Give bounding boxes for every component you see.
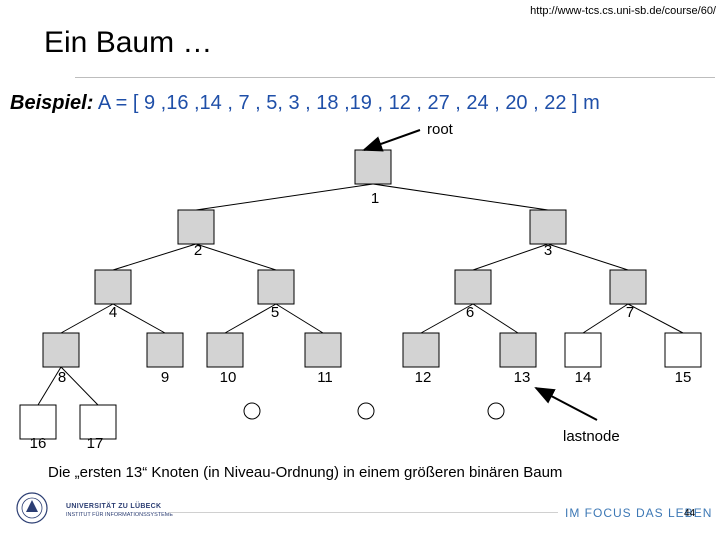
tree-edge (112, 303, 166, 334)
tree-edge (224, 303, 277, 334)
tree-node-label-11: 11 (317, 369, 333, 386)
tree-node-15 (664, 332, 702, 368)
tree-node-label-12: 12 (415, 369, 432, 386)
tree-node-9 (146, 332, 184, 368)
tree-node-4 (94, 269, 132, 305)
tree-edge (195, 183, 374, 211)
tree-node-label-9: 9 (161, 369, 169, 386)
tree-node-label-3: 3 (544, 242, 552, 259)
example-label: Beispiel: (10, 92, 94, 114)
source-url: http://www-tcs.cs.uni-sb.de/course/60/ (530, 5, 716, 17)
tree-node-3 (529, 209, 567, 245)
tree-node-label-15: 15 (675, 369, 692, 386)
tree-node-16 (19, 404, 57, 440)
tree-node-label-6: 6 (466, 304, 474, 321)
lastnode-annotation: lastnode (563, 428, 620, 445)
tree-node-label-5: 5 (271, 304, 279, 321)
tree-node-12 (402, 332, 440, 368)
tree-node-label-1: 1 (371, 190, 379, 207)
tree-edges (37, 183, 684, 406)
extra-leaf-circle (357, 402, 375, 420)
tree-node-label-14: 14 (575, 369, 592, 386)
tree-node-14 (564, 332, 602, 368)
tree-node-7 (609, 269, 647, 305)
lastnode-arrow (534, 387, 598, 421)
tree-node-label-8: 8 (58, 369, 66, 386)
tree-node-label-2: 2 (194, 242, 202, 259)
tree-node-6 (454, 269, 492, 305)
tree-extra-leaves (243, 402, 505, 420)
tree-edge (420, 303, 474, 334)
tree-node-8 (42, 332, 80, 368)
tree-node-label-4: 4 (109, 304, 117, 321)
tree-edge (372, 183, 549, 211)
footer-slogan: IM FOCUS DAS LEBEN (565, 506, 713, 520)
root-arrow (362, 129, 421, 152)
tree-node-label-10: 10 (220, 369, 237, 386)
tree-node-13 (499, 332, 537, 368)
tree-node-10 (206, 332, 244, 368)
footer-divider (168, 512, 558, 513)
slide-title: Ein Baum … (44, 26, 213, 59)
tree-edge (472, 243, 549, 271)
tree-edge (195, 243, 277, 271)
tree-edge (37, 366, 62, 406)
slide-caption: Die „ersten 13“ Knoten (in Niveau-Ordnun… (48, 464, 563, 481)
tree-edge (547, 243, 629, 271)
tree-edge (112, 243, 197, 271)
tree-nodes (19, 149, 702, 440)
university-seal-logo (16, 492, 48, 524)
tree-edge (275, 303, 324, 334)
tree-edge (60, 303, 114, 334)
institute-name: INSTITUT FÜR INFORMATIONSSYSTEME (66, 512, 174, 518)
tree-edge (627, 303, 684, 334)
tree-node-label-17: 17 (87, 435, 104, 452)
tree-node-label-7: 7 (626, 304, 634, 321)
tree-node-label-16: 16 (30, 435, 47, 452)
tree-node-11 (304, 332, 342, 368)
tree-node-2 (177, 209, 215, 245)
example-line: Beispiel: A = [ 9 ,16 ,14 , 7 , 5, 3 , 1… (10, 92, 600, 115)
example-array: A = [ 9 ,16 ,14 , 7 , 5, 3 , 18 ,19 , 12… (97, 92, 600, 114)
title-divider (75, 77, 715, 78)
tree-node-1 (354, 149, 392, 185)
tree-node-17 (79, 404, 117, 440)
page-number: 44 (684, 508, 696, 519)
tree-node-label-13: 13 (514, 369, 531, 386)
extra-leaf-circle (243, 402, 261, 420)
university-name: UNIVERSITÄT ZU LÜBECK (66, 503, 162, 510)
tree-node-5 (257, 269, 295, 305)
tree-edge (582, 303, 629, 334)
extra-leaf-circle (487, 402, 505, 420)
root-annotation: root (427, 121, 454, 138)
tree-edge (60, 366, 99, 406)
tree-edge (472, 303, 519, 334)
